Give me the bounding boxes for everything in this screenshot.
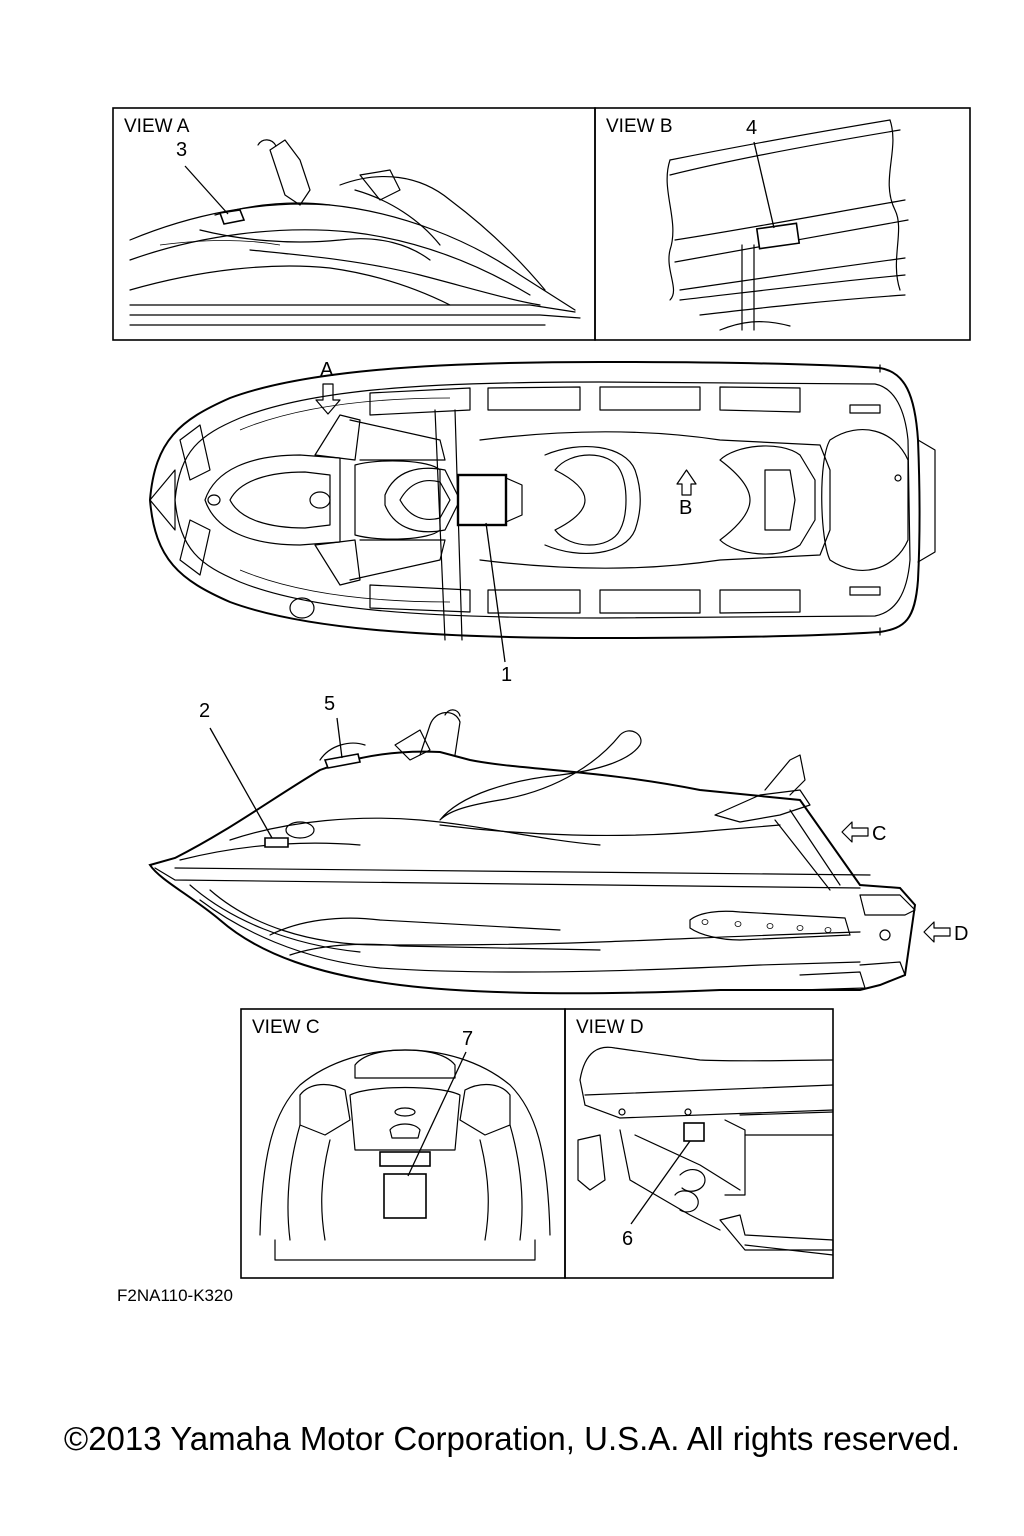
callout-7: 7 xyxy=(462,1028,473,1050)
view-d-title: VIEW D xyxy=(576,1017,644,1038)
view-a-drawing xyxy=(129,139,581,326)
view-c-panel: VIEW C 7 xyxy=(240,1008,566,1279)
marker-d: D xyxy=(954,923,968,945)
view-d-panel: VIEW D 6 xyxy=(564,1008,834,1279)
view-c-title: VIEW C xyxy=(252,1017,320,1038)
callout-3-leader xyxy=(184,165,229,215)
callout-6: 6 xyxy=(622,1228,633,1250)
view-c-drawing xyxy=(259,1049,551,1261)
arrow-b-icon xyxy=(676,469,697,496)
callout-3: 3 xyxy=(176,139,187,161)
callout-4: 4 xyxy=(746,117,757,139)
arrow-c-icon xyxy=(841,821,869,843)
arrow-a-icon xyxy=(315,383,341,415)
callout-1-leader xyxy=(485,522,506,663)
diagram-code: F2NA110-K320 xyxy=(117,1286,233,1305)
view-a-panel: VIEW A 3 xyxy=(112,107,596,341)
top-view-craft: A xyxy=(148,359,936,641)
marker-b: B xyxy=(679,497,692,519)
view-b-drawing xyxy=(666,119,909,331)
callout-5: 5 xyxy=(324,693,335,715)
view-d-drawing xyxy=(577,1046,834,1256)
callout-4-leader xyxy=(753,141,775,229)
callout-2: 2 xyxy=(199,700,210,722)
callout-7-leader xyxy=(407,1051,467,1177)
view-a-title: VIEW A xyxy=(124,116,190,137)
marker-c: C xyxy=(872,823,886,845)
side-view-craft xyxy=(148,709,917,995)
view-b-panel: VIEW B 4 xyxy=(594,107,971,341)
view-b-title: VIEW B xyxy=(606,116,673,137)
marker-a: A xyxy=(320,359,334,381)
callout-5-leader xyxy=(336,717,343,759)
copyright-text: ©2013 Yamaha Motor Corporation, U.S.A. A… xyxy=(64,1420,960,1457)
arrow-d-icon xyxy=(923,921,951,943)
callout-1: 1 xyxy=(501,664,512,686)
callout-6-leader xyxy=(630,1140,691,1225)
callout-2-leader xyxy=(209,727,273,839)
